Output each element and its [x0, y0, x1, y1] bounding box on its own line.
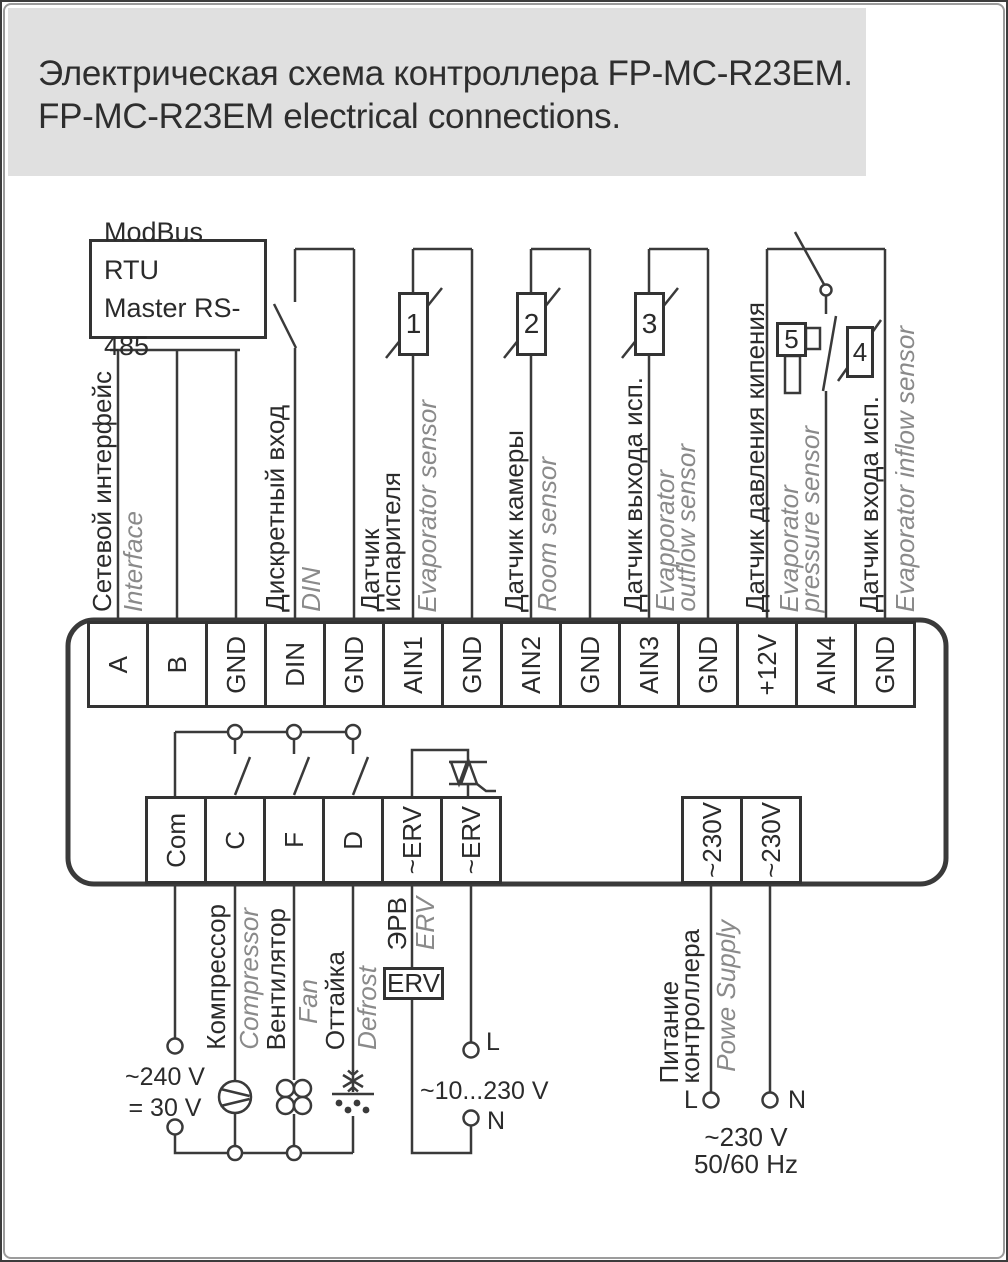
terminal-ain3: AIN3 — [618, 621, 680, 708]
label-din-en: DIN — [296, 567, 326, 612]
label-compressor-ru: Компрессор — [201, 904, 231, 1050]
terminal-gnd6: GND — [854, 621, 916, 708]
terminal-erv2: ~ERV — [440, 796, 502, 884]
terminal-c: C — [204, 796, 266, 884]
erv-l-text: L — [486, 1028, 500, 1056]
power-freq-text: 50/60 Hz — [693, 1149, 799, 1179]
label-fan-ru: Вентилятор — [261, 907, 291, 1050]
com-connector — [166, 1118, 184, 1136]
sensor2-wires — [503, 247, 592, 622]
label-interface-en: Interface — [118, 510, 148, 612]
terminal-a: A — [87, 621, 149, 708]
terminal-12v: +12V — [736, 621, 798, 708]
sensor5-box: 5 — [776, 322, 807, 357]
label-evap-sensor-en: Evaporator sensor — [412, 399, 442, 612]
label-power-ru: Питание контроллера — [654, 928, 705, 1083]
terminal-erv1: ~ERV — [381, 796, 443, 884]
power-n-connector — [761, 1091, 779, 1109]
label-fan-en: Fan — [293, 979, 323, 1024]
label-interface-ru: Сетевой интерфейс — [87, 371, 117, 612]
label-erv-ru: ЭРВ — [382, 896, 412, 950]
relay-node — [226, 723, 244, 741]
erv-n-connector — [462, 1109, 480, 1127]
sensor3-wires — [621, 247, 710, 622]
relay-bus-wires — [173, 730, 370, 796]
label-defrost-ru: Оттайка — [320, 950, 350, 1050]
terminal-din: DIN — [264, 621, 326, 708]
din-switch-wires — [272, 247, 356, 622]
power-wires — [709, 884, 772, 1092]
interface-wires — [110, 348, 240, 622]
terminal-gnd3: GND — [441, 621, 503, 708]
terminal-ain1: AIN1 — [382, 621, 444, 708]
triac-symbol — [449, 758, 479, 788]
controller-outline — [65, 617, 949, 887]
label-compressor-en: Compressor — [234, 908, 264, 1050]
com-connector — [166, 1037, 184, 1055]
power-l-connector — [702, 1091, 720, 1109]
modbus-master-box: ModBus RTU Master RS-485 — [89, 217, 267, 361]
erv-n-text: N — [487, 1107, 506, 1135]
title-bar: Электрическая схема контроллера FP-MC-R2… — [8, 8, 866, 176]
sensor2-box: 2 — [516, 292, 547, 356]
terminal-230v2: ~230V — [740, 796, 802, 884]
terminal-230v1: ~230V — [681, 796, 743, 884]
label-inflow-sensor-ru: Датчик входа исп. — [854, 395, 884, 612]
terminal-d: D — [322, 796, 384, 884]
sensor1-wires — [385, 247, 474, 622]
bus-node — [226, 1144, 244, 1162]
title-line-en: FP-MC-R23EM electrical connections. — [38, 97, 621, 136]
terminal-gnd5: GND — [677, 621, 739, 708]
label-erv-en: ERV — [410, 897, 440, 950]
sensor5-tab — [804, 326, 822, 351]
com-voltage-text: ~240 V = 30 V — [125, 1063, 205, 1122]
label-inflow-sensor-en: Evaporator inflow sensor — [890, 325, 920, 612]
label-defrost-en: Defrost — [352, 966, 382, 1050]
pressure-group-wires — [765, 231, 887, 622]
power-voltage-text: ~230 V — [704, 1122, 788, 1152]
modbus-line1: ModBus RTU — [104, 217, 204, 285]
label-room-sensor-en: Room sensor — [532, 457, 562, 612]
erv-output-wires — [410, 884, 473, 1155]
sensor3-box: 3 — [634, 292, 665, 356]
terminal-com: Com — [145, 796, 207, 884]
label-din-ru: Дискретный вход — [260, 405, 290, 612]
power-l-text: L — [684, 1086, 698, 1114]
label-evap-sensor-ru: Датчик испарителя — [355, 472, 406, 612]
relay-node — [344, 723, 362, 741]
defrost-snowflake-symbol — [332, 1069, 374, 1114]
fan-symbol — [275, 1078, 313, 1116]
terminal-gnd1: GND — [205, 621, 267, 708]
terminal-gnd4: GND — [559, 621, 621, 708]
erv-voltage-text: ~10...230 V — [420, 1077, 549, 1105]
erv-l-connector — [462, 1041, 480, 1059]
compressor-symbol — [217, 1079, 253, 1115]
terminal-b: B — [146, 621, 208, 708]
terminal-gnd2: GND — [323, 621, 385, 708]
label-room-sensor-ru: Датчик камеры — [499, 430, 529, 612]
label-power-en: Powe Supply — [711, 920, 741, 1072]
label-pressure-sensor-en: Evaporator pressure sensor — [774, 425, 825, 612]
sensor4-box: 4 — [846, 326, 874, 378]
relay-node — [285, 723, 303, 741]
terminal-ain4: AIN4 — [795, 621, 857, 708]
label-outflow-sensor-ru: Датчик выхода исп. — [618, 377, 648, 612]
sensor5-stem — [783, 354, 802, 395]
pressure-switch-node — [819, 283, 833, 297]
terminal-f: F — [263, 796, 325, 884]
label-pressure-sensor-ru: Датчик давления кипения — [740, 301, 770, 612]
title-line-ru: Электрическая схема контроллера FP-MC-R2… — [38, 54, 853, 93]
label-outflow-sensor-en: Evapporator outflow sensor — [650, 444, 701, 612]
power-n-text: N — [788, 1086, 807, 1114]
page-title: Электрическая схема контроллера FP-MC-R2… — [38, 52, 853, 138]
terminal-ain2: AIN2 — [500, 621, 562, 708]
erv-device-box: ERV — [383, 967, 444, 1000]
sensor1-box: 1 — [398, 292, 429, 356]
bus-node — [285, 1144, 303, 1162]
modbus-line2: Master RS-485 — [104, 293, 241, 361]
